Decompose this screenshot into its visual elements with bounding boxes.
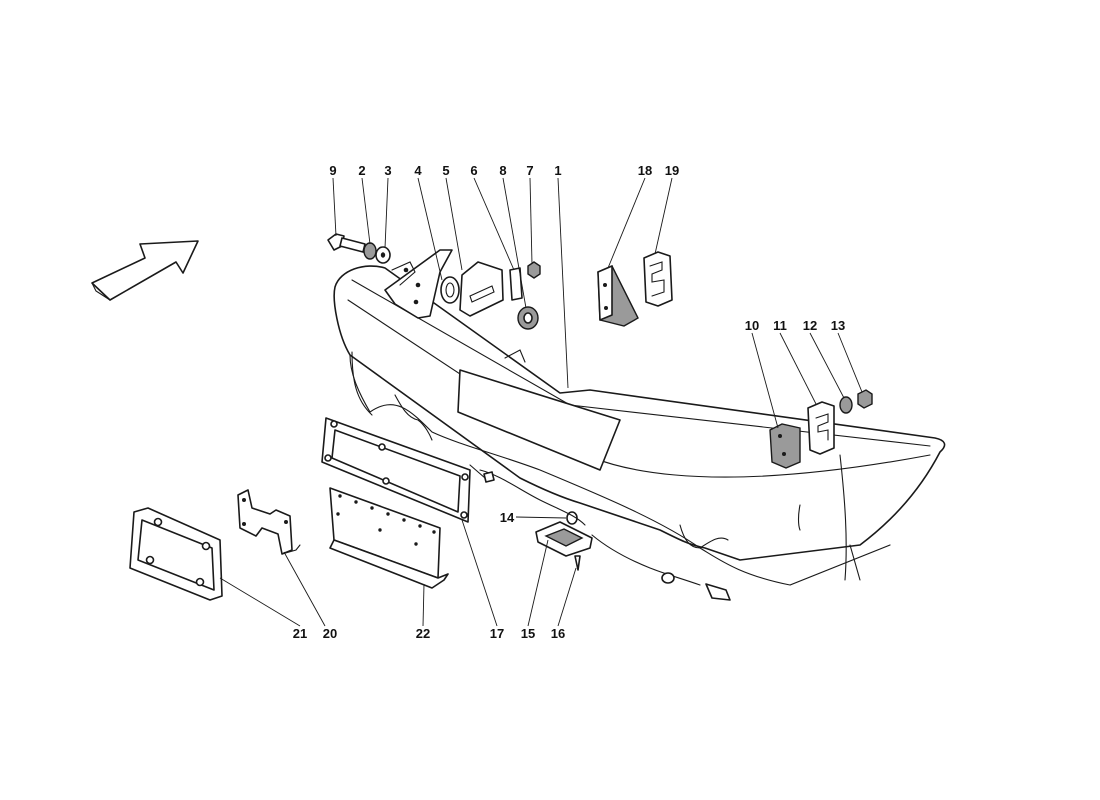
spacer-plate <box>509 267 523 301</box>
callout-22: 22 <box>416 626 430 641</box>
callout-12: 12 <box>803 318 817 333</box>
spacer-block-right <box>769 423 801 469</box>
bumper-cover <box>333 265 946 586</box>
callout-4: 4 <box>414 163 422 178</box>
toothed-washer <box>517 306 539 330</box>
bolt <box>327 233 366 253</box>
nut-right <box>857 389 873 409</box>
foam-block <box>597 265 639 327</box>
callout-2: 2 <box>358 163 365 178</box>
callout-21: 21 <box>293 626 307 641</box>
slotted-plate <box>459 261 504 317</box>
callout-15: 15 <box>521 626 535 641</box>
callout-5: 5 <box>442 163 449 178</box>
callout-8: 8 <box>499 163 506 178</box>
callout-13: 13 <box>831 318 845 333</box>
callout-9: 9 <box>329 163 336 178</box>
license-light <box>535 521 593 557</box>
washer-right <box>839 396 853 414</box>
callout-7: 7 <box>526 163 533 178</box>
license-plate-frame <box>129 507 223 601</box>
callout-labels: 9 2 3 4 5 6 8 7 1 18 19 10 11 12 13 14 2… <box>293 163 845 641</box>
mounting-bracket <box>384 249 453 319</box>
washer-3 <box>375 246 391 264</box>
callout-16: 16 <box>551 626 565 641</box>
callout-18: 18 <box>638 163 652 178</box>
license-plate-base <box>329 487 449 589</box>
washer-2 <box>363 242 377 260</box>
shim-plate-top <box>643 251 673 307</box>
callout-11: 11 <box>773 318 787 333</box>
license-plate-gasket <box>321 417 471 523</box>
callout-1: 1 <box>554 163 561 178</box>
direction-arrow-icon <box>91 240 199 301</box>
callout-20: 20 <box>323 626 337 641</box>
callout-14: 14 <box>500 510 515 525</box>
callout-6: 6 <box>470 163 477 178</box>
callout-3: 3 <box>384 163 391 178</box>
screw <box>574 555 581 571</box>
slotted-plate-right <box>807 401 835 455</box>
callout-10: 10 <box>745 318 759 333</box>
license-bracket <box>237 489 301 555</box>
rubber-buffer <box>440 276 460 304</box>
nut <box>527 261 541 279</box>
callout-19: 19 <box>665 163 679 178</box>
leader-lines <box>219 177 863 627</box>
callout-17: 17 <box>490 626 504 641</box>
wiring-harness <box>469 464 731 601</box>
